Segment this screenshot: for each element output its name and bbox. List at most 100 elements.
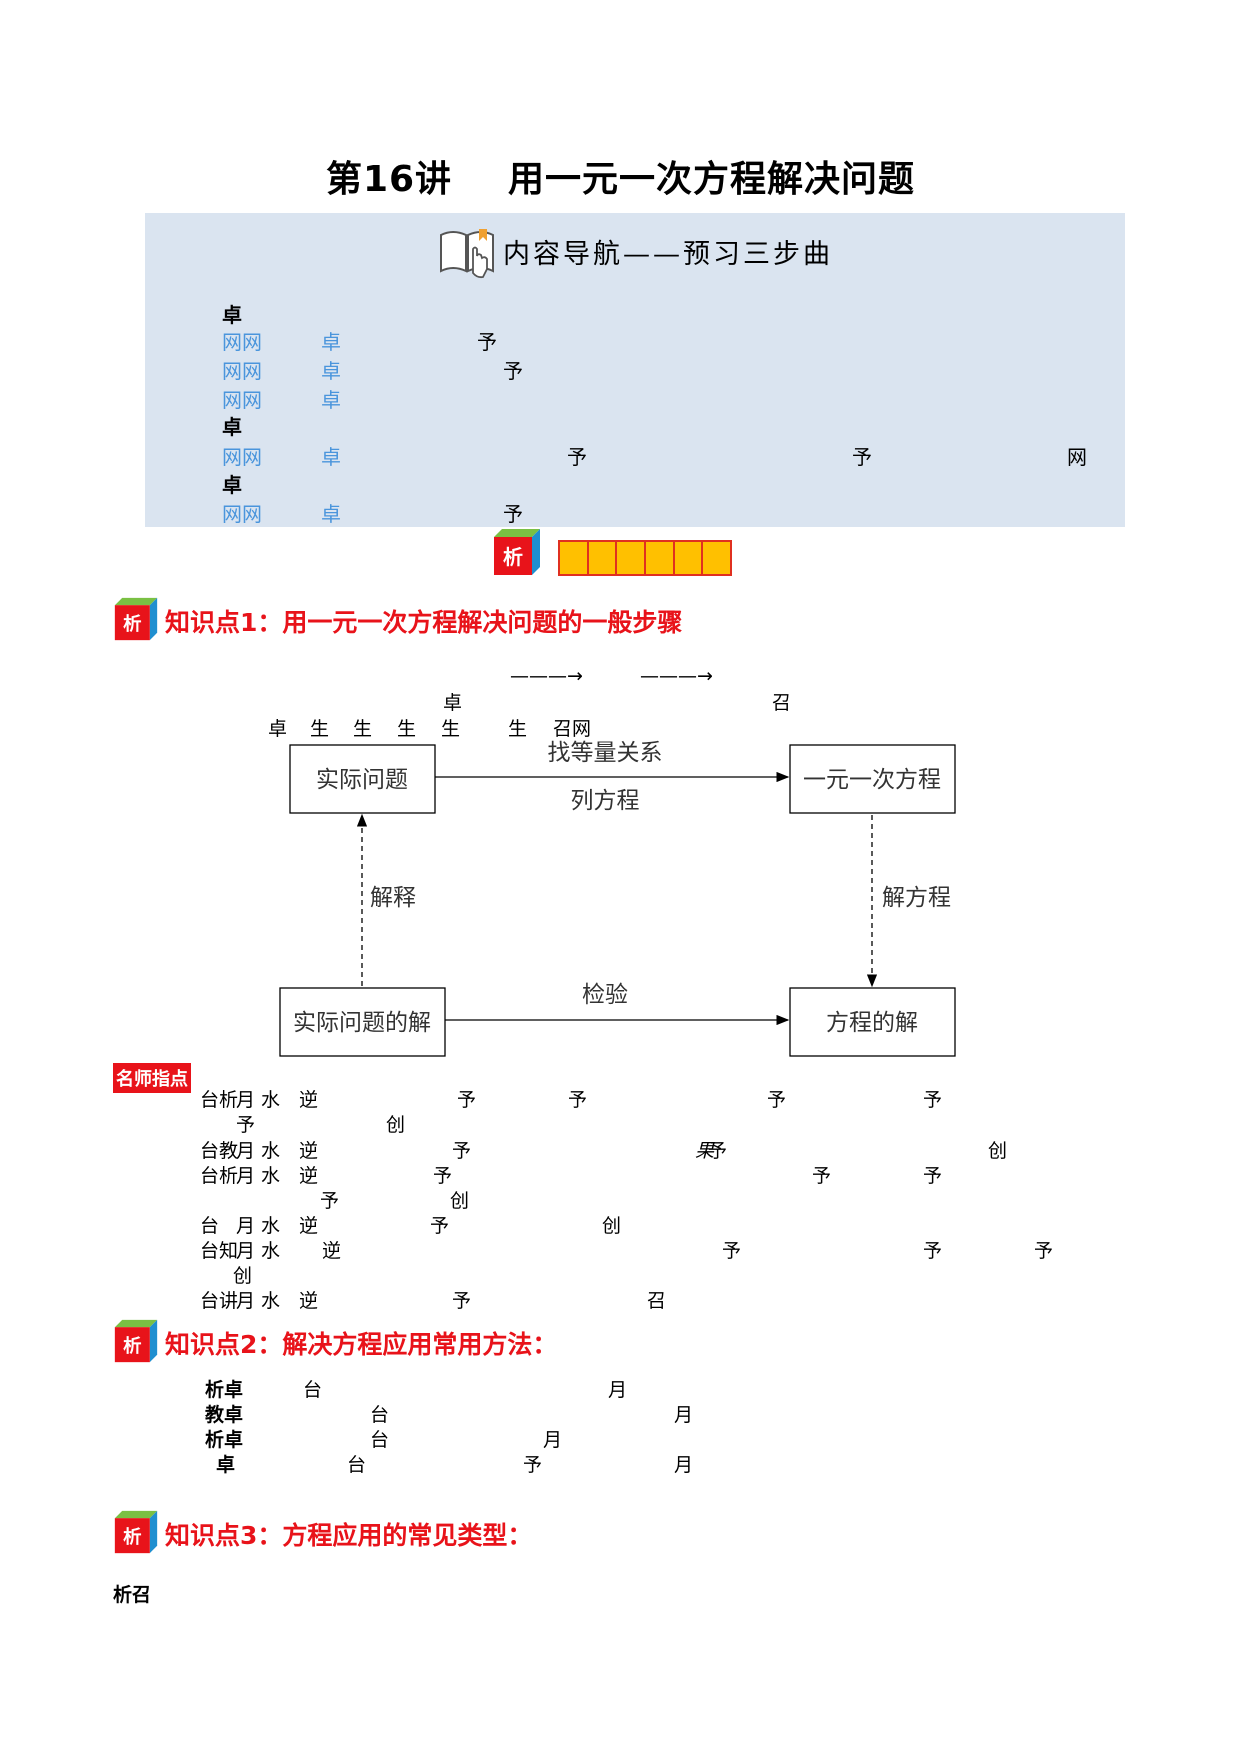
tip7-e: 予 <box>923 1240 943 1262</box>
nav-line-5: 卓 <box>222 415 242 439</box>
tip9-c: 逆 <box>299 1290 319 1312</box>
tip4-f: 予 <box>923 1165 943 1187</box>
tip3-a: 台教 <box>200 1140 239 1162</box>
method4-b: 台 <box>347 1454 367 1476</box>
box-linear-equation: 一元一次方程 <box>789 744 956 814</box>
header-row2-6: 召网 <box>553 718 592 740</box>
nav-line-1: 卓 <box>222 303 242 327</box>
tip7-a: 台知 <box>200 1240 239 1262</box>
header-row1-a: 卓 <box>443 692 463 714</box>
kp3-title: 知识点3：方程应用的常见类型： <box>165 1521 533 1550</box>
tip8-a: 创 <box>233 1265 253 1287</box>
kp1-title: 知识点1：用一元一次方程解决问题的一般步骤 <box>165 608 683 637</box>
method1-a: 析卓 <box>205 1379 244 1401</box>
nav-line-8-c: 予 <box>503 502 523 526</box>
header-row2-1: 生 <box>310 718 330 740</box>
method1-b: 台 <box>303 1379 323 1401</box>
nav-heading: 内容导航——预习三步曲 <box>145 225 1125 286</box>
box-actual-solution-text: 实际问题的解 <box>293 1010 431 1036</box>
tip1-d: 予 <box>457 1089 477 1111</box>
nav-line-3-a[interactable]: 网网 <box>222 359 262 383</box>
tip1-b: 月 水 <box>236 1089 281 1111</box>
method3-a: 析卓 <box>205 1429 244 1451</box>
method3-b: 台 <box>370 1429 390 1451</box>
nav-line-7: 卓 <box>222 473 242 497</box>
tip6-c: 逆 <box>299 1215 319 1237</box>
lecture-number: 第16讲 <box>325 159 453 200</box>
tip1-e: 予 <box>568 1089 588 1111</box>
tip4-c: 逆 <box>299 1165 319 1187</box>
teacher-tip-label: 名师指点 <box>113 1063 191 1093</box>
nav-line-6-b[interactable]: 卓 <box>321 445 341 469</box>
svg-text:析: 析 <box>123 613 141 635</box>
method4-c: 予 <box>523 1454 543 1476</box>
tip6-a: 台 <box>200 1215 220 1237</box>
tip4-b: 月 水 <box>236 1165 281 1187</box>
tip3-e: 果 <box>695 1140 715 1162</box>
nav-line-2-a[interactable]: 网网 <box>222 330 262 354</box>
tip2-b: 创 <box>386 1114 406 1136</box>
box-actual-problem-text: 实际问题 <box>316 767 408 793</box>
kp3-cube-icon: 析 <box>113 1509 159 1559</box>
tip3-f: 予 <box>708 1140 728 1162</box>
nav-line-6-e: 网 <box>1067 445 1087 469</box>
header-row2-3: 生 <box>397 718 417 740</box>
nav-line-8-b[interactable]: 卓 <box>321 502 341 526</box>
tip6-d: 予 <box>430 1215 450 1237</box>
tip7-b: 月 水 <box>236 1240 281 1262</box>
kp1-heading: 析 知识点1：用一元一次方程解决问题的一般步骤 <box>113 596 682 646</box>
box-equation-solution-text: 方程的解 <box>826 1010 918 1036</box>
method4-a: 卓 <box>216 1454 236 1476</box>
box-actual-solution: 实际问题的解 <box>279 987 446 1057</box>
tip4-e: 予 <box>812 1165 832 1187</box>
types-line: 析召 <box>113 1584 152 1606</box>
method4-d: 月 <box>674 1454 694 1476</box>
tip2-a: 予 <box>236 1114 256 1136</box>
kp2-cube-icon: 析 <box>113 1318 159 1368</box>
tip6-e: 创 <box>602 1215 622 1237</box>
tip9-a: 台讲 <box>200 1290 239 1312</box>
header-row2-4: 生 <box>441 718 461 740</box>
label-find-relation: 找等量关系 <box>548 740 663 766</box>
nav-line-6-a[interactable]: 网网 <box>222 445 262 469</box>
nav-line-3-b[interactable]: 卓 <box>321 359 341 383</box>
tip1-f: 予 <box>767 1089 787 1111</box>
kp2-title: 知识点2：解决方程应用常用方法： <box>165 1330 558 1359</box>
method2-b: 台 <box>370 1404 390 1426</box>
tip9-e: 召 <box>647 1290 667 1312</box>
tip7-c: 逆 <box>322 1240 342 1262</box>
label-check: 检验 <box>582 982 628 1008</box>
method1-c: 月 <box>608 1379 628 1401</box>
kp1-cube-icon: 析 <box>113 596 159 646</box>
box-actual-problem: 实际问题 <box>289 744 436 814</box>
page-title: 第16讲 用一元一次方程解决问题 <box>0 150 1241 202</box>
tip3-g: 创 <box>988 1140 1008 1162</box>
tip1-a: 台析 <box>200 1089 239 1111</box>
equation-flow-diagram: 实际问题 一元一次方程 方程的解 实际问题的解 找等量关系 列方程 解方程 检验… <box>279 740 956 1057</box>
nav-line-4-a[interactable]: 网网 <box>222 388 262 412</box>
tip9-d: 予 <box>452 1290 472 1312</box>
kp2-heading: 析 知识点2：解决方程应用常用方法： <box>113 1318 557 1368</box>
tip7-f: 予 <box>1034 1240 1054 1262</box>
header-arrow-2: ———→ <box>640 665 713 687</box>
cube-label: 析 <box>503 545 523 569</box>
label-list-equation: 列方程 <box>571 788 640 814</box>
nav-line-6-d: 予 <box>852 445 872 469</box>
nav-line-4-b[interactable]: 卓 <box>321 388 341 412</box>
nav-line-8-a[interactable]: 网网 <box>222 502 262 526</box>
tip9-b: 月 水 <box>236 1290 281 1312</box>
method2-a: 教卓 <box>205 1404 244 1426</box>
tip7-d: 予 <box>722 1240 742 1262</box>
tip5-b: 创 <box>450 1190 470 1212</box>
tip3-d: 予 <box>452 1140 472 1162</box>
lecture-topic: 用一元一次方程解决问题 <box>508 159 916 200</box>
svg-text:析: 析 <box>123 1526 141 1548</box>
section-cube-icon: 析 <box>492 527 542 581</box>
tip1-c: 逆 <box>299 1089 319 1111</box>
nav-line-2-b[interactable]: 卓 <box>321 330 341 354</box>
tip1-g: 予 <box>923 1089 943 1111</box>
tip4-d: 予 <box>433 1165 453 1187</box>
header-row2-2: 生 <box>353 718 373 740</box>
tip3-b: 月 水 <box>236 1140 281 1162</box>
box-linear-equation-text: 一元一次方程 <box>803 767 941 793</box>
